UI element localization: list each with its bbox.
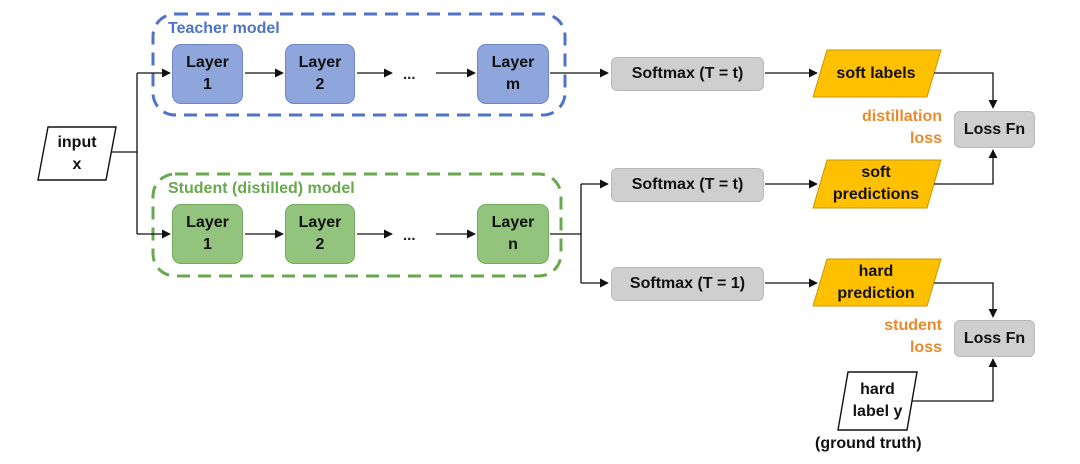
soft-predictions-shape	[812, 159, 942, 209]
layer-label: Layer	[491, 214, 535, 231]
layer-label: Layer	[298, 54, 342, 71]
hard-prediction-line2: prediction	[837, 284, 915, 302]
ground-truth-line2: label y	[852, 403, 903, 420]
student-loss-caption: student loss	[832, 315, 942, 359]
loss-fn-label: Loss Fn	[963, 120, 1026, 138]
hard-prediction-line1: hard	[858, 262, 894, 280]
ground-truth-caption: (ground truth)	[815, 435, 922, 452]
ground-truth-line1: hard	[860, 381, 895, 398]
ground-truth-node: hard label y	[843, 374, 912, 428]
layer-label: Layer	[186, 54, 229, 71]
soft-predictions-to-loss-line	[934, 149, 998, 185]
loss-fn-label: Loss Fn	[963, 329, 1026, 347]
input-label-line1: input	[57, 134, 97, 151]
student-loss-line1: student	[884, 317, 942, 334]
teacher-group-frame	[151, 12, 567, 117]
loss-fn-distillation: Loss Fn	[954, 111, 1035, 148]
hard-prediction-to-loss-line	[934, 282, 998, 318]
softmax-student-soft: Softmax (T = t)	[611, 168, 764, 202]
input-shape	[37, 126, 117, 181]
layer-index: 2	[315, 236, 325, 253]
teacher-layer-2: Layer 2	[285, 44, 355, 104]
ground-truth-to-loss-line	[912, 358, 998, 402]
layer-index: 1	[203, 76, 212, 93]
student-model-title: Student (distilled) model	[168, 180, 355, 197]
layer-index: n	[508, 236, 518, 253]
student-layer-2: Layer 2	[285, 204, 355, 264]
student-fork-line	[550, 184, 582, 235]
softmax-teacher: Softmax (T = t)	[611, 57, 764, 91]
layer-label: Layer	[491, 54, 535, 71]
softmax-label: Softmax (T = t)	[631, 65, 744, 82]
layer-index: 1	[203, 236, 212, 253]
layer-label: Layer	[298, 214, 342, 231]
teacher-layer-1: Layer 1	[172, 44, 243, 104]
soft-predictions-node: soft predictions	[817, 161, 935, 207]
input-branch-line	[111, 73, 138, 153]
student-layer-1: Layer 1	[172, 204, 243, 264]
soft-labels-to-loss-line	[934, 72, 998, 109]
softmax-student-hard: Softmax (T = 1)	[611, 267, 764, 301]
distillation-loss-caption: distillation loss	[832, 106, 942, 150]
hard-prediction-node: hard prediction	[817, 260, 935, 305]
teacher-model-title: Teacher model	[168, 20, 280, 37]
teacher-layer-m: Layer m	[477, 44, 549, 104]
student-loss-line2: loss	[909, 339, 942, 356]
softmax-label: Softmax (T = 1)	[629, 275, 746, 292]
loss-fn-student: Loss Fn	[954, 320, 1035, 357]
soft-labels-node: soft labels	[817, 51, 935, 96]
soft-labels-shape	[812, 49, 942, 98]
softmax-label: Softmax (T = t)	[631, 176, 744, 193]
soft-predictions-line1: soft	[861, 164, 891, 181]
student-layer-n: Layer n	[477, 204, 549, 264]
distillation-loss-line2: loss	[909, 130, 942, 147]
student-ellipsis: ...	[403, 227, 416, 244]
input-label-line2: x	[72, 156, 82, 173]
layer-index: m	[505, 76, 521, 93]
input-node: input x	[44, 129, 110, 179]
layer-index: 2	[315, 76, 325, 93]
student-group-frame	[151, 172, 563, 278]
hard-prediction-shape	[812, 258, 942, 307]
soft-labels-text: soft labels	[836, 64, 916, 82]
teacher-ellipsis: ...	[403, 66, 416, 83]
soft-predictions-line2: predictions	[832, 186, 920, 203]
ground-truth-shape	[837, 371, 918, 431]
distillation-loss-line1: distillation	[862, 108, 942, 125]
layer-label: Layer	[186, 214, 229, 231]
